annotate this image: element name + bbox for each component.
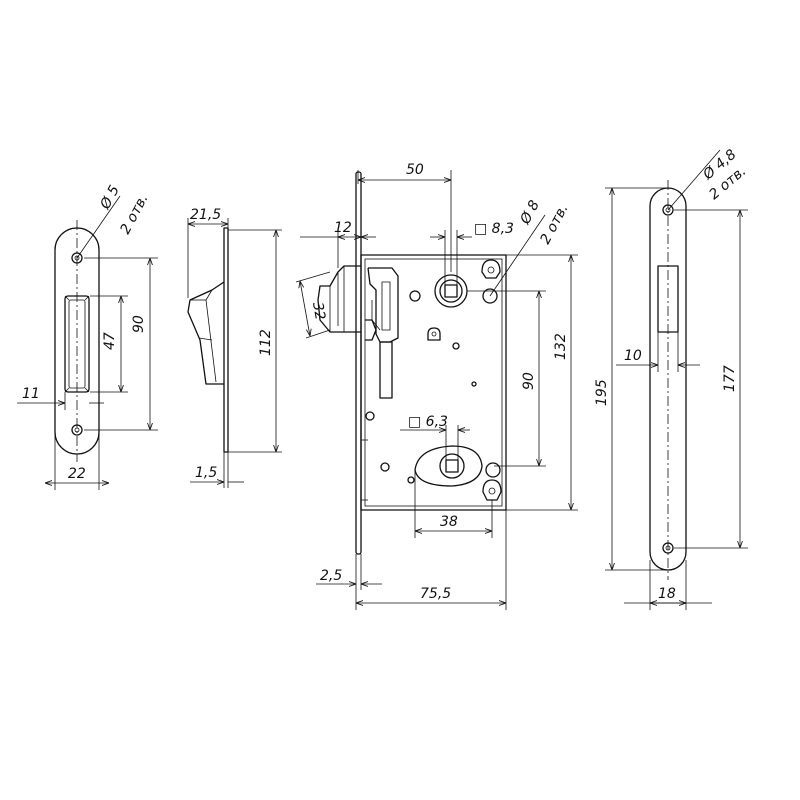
mount-slot-bottom: [482, 479, 502, 501]
latch-bolt: [317, 265, 361, 333]
long-strike-dimensions: Ø 4,8 2 отв. 10 195 177 18: [594, 146, 749, 610]
lock-case: [360, 254, 507, 511]
dim-strike-holes-count: 2 отв.: [117, 192, 151, 237]
dim-side-latch-projection: 21,5: [190, 207, 221, 223]
dim-cam-span: 38: [440, 514, 458, 530]
dim-long-slot-width: 10: [624, 348, 642, 364]
strike-plate-long: [649, 180, 687, 580]
mount-hole-top: [482, 288, 498, 304]
dim-square-top: □ 8,3: [474, 221, 514, 237]
lock-body-dimensions: 50 12 32 □ 8,3 Ø 8 2 отв. 132 90: [295, 162, 578, 610]
side-faceplate: [223, 227, 229, 453]
bottom-cam: [414, 445, 483, 487]
dim-side-plate-thickness: 1,5: [195, 465, 217, 481]
dim-side-plate-height: 112: [258, 329, 274, 356]
dim-long-height-outer: 195: [594, 379, 610, 406]
dim-strike-width: 22: [68, 466, 86, 482]
side-view-dimensions: 21,5 112 1,5: [187, 207, 282, 488]
dim-strike-height-outer: 90: [131, 315, 147, 333]
lock-side-view: [187, 227, 229, 453]
dim-body-depth: 75,5: [420, 586, 451, 602]
dim-long-height-holes: 177: [722, 365, 738, 392]
mount-hole-bottom: [485, 462, 501, 478]
latch-tail: [367, 267, 399, 343]
strike-small-dimensions: Ø 5 2 отв. 90 47 11 22: [17, 183, 158, 490]
dim-backset: 50: [406, 162, 424, 178]
dim-faceplate: 2,5: [320, 568, 342, 584]
strike-plate-small: [54, 220, 100, 462]
square-hole-top: [444, 284, 458, 298]
dim-latch-height: 32: [309, 301, 328, 321]
side-latch: [187, 281, 225, 385]
dim-strike-height-slot: 47: [102, 332, 118, 350]
mount-slot-top: [481, 259, 501, 279]
cylinder-icon: [427, 327, 441, 341]
dim-square-bottom: □ 6,3: [408, 414, 448, 430]
dim-strike-slot-width: 11: [22, 386, 40, 402]
lever-arm: [379, 341, 393, 399]
lock-body: [317, 171, 507, 555]
dim-latch-offset: 12: [334, 220, 352, 236]
dim-body-height: 132: [553, 333, 569, 360]
lock-faceplate: [355, 171, 362, 555]
dim-long-width: 18: [658, 586, 676, 602]
square-hole-bottom: [445, 459, 459, 473]
dim-body-holes-count: 2 отв.: [537, 202, 571, 247]
dim-body-centers: 90: [521, 372, 537, 390]
